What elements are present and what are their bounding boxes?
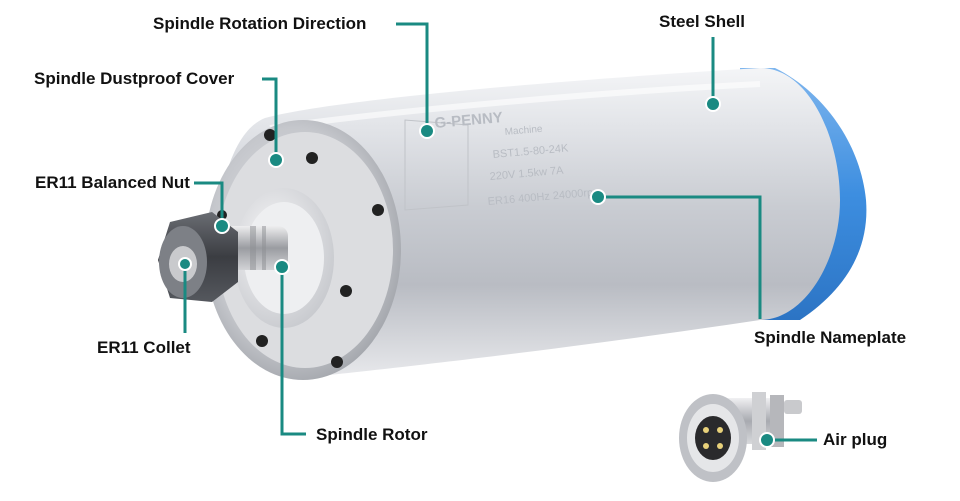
label-rotor: Spindle Rotor <box>316 425 428 444</box>
label-nameplate: Spindle Nameplate <box>754 328 907 347</box>
label-balanced-nut: ER11 Balanced Nut <box>35 173 190 192</box>
label-dustproof-cover: Spindle Dustproof Cover <box>34 69 235 88</box>
screw <box>256 335 268 347</box>
screw <box>264 129 276 141</box>
nameplate-subtitle: Machine <box>504 124 543 138</box>
screw <box>372 204 384 216</box>
screw <box>306 152 318 164</box>
leader-dots <box>178 96 775 448</box>
screw <box>340 285 352 297</box>
label-rotation-direction: Spindle Rotation Direction <box>153 14 367 33</box>
label-air-plug: Air plug <box>823 430 888 449</box>
leader-lines <box>183 22 817 442</box>
label-collet: ER11 Collet <box>97 338 191 357</box>
air-plug <box>679 392 802 482</box>
label-steel-shell: Steel Shell <box>659 12 745 31</box>
nameplate-brand: G-PENNY <box>434 109 504 132</box>
screw <box>331 356 343 368</box>
